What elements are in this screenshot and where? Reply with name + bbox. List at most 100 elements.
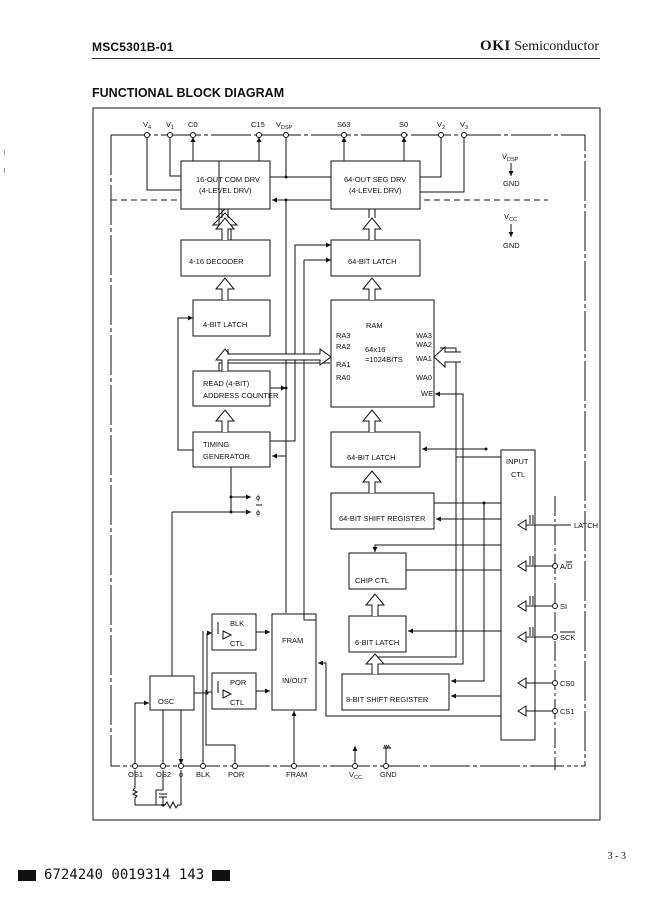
ram-ra2: RA2 (336, 342, 351, 351)
por-ctl-label: CTL (230, 698, 244, 707)
pin-label-v3: V3 (460, 120, 468, 131)
fram-io-label: FRAM (282, 636, 303, 645)
brand-suffix: Semiconductor (514, 39, 599, 54)
bus-arrow (364, 653, 386, 674)
blk-ctl-label: BLK (230, 619, 244, 628)
address-counter-label: READ (4-BIT) (203, 379, 250, 388)
osc-label: OSC (158, 697, 175, 706)
pin-label-v2: V2 (437, 120, 445, 131)
brand-logo: OKI Semiconductor (480, 38, 599, 55)
ram-wa0: WA0 (416, 373, 432, 382)
ram-title: RAM (366, 321, 383, 330)
bus-arrow (361, 470, 383, 493)
ram-size: 64x16 (365, 345, 385, 354)
decoder-label: 4-16 DECODER (189, 257, 244, 266)
supply-note-gnd: GND (503, 241, 520, 250)
com-drv-block (180, 160, 271, 210)
pin-label-si: SI (560, 602, 567, 611)
bus-arrow (214, 409, 236, 432)
seg-drv-label: 64-OUT SEG DRV (344, 175, 406, 184)
pin-label-os2: OS2 (156, 770, 171, 779)
pin-label-vcc: VCC (349, 770, 362, 781)
com-drv-label: (4-LEVEL DRV) (199, 186, 252, 195)
pin-label-cs0: CS0 (560, 679, 575, 688)
left-bus-line (110, 135, 560, 767)
fram-io-block (271, 613, 317, 711)
phi-label: ϕ (256, 493, 260, 502)
pin-label-c15: C15 (251, 120, 265, 129)
address-counter-label: ADDRESS COUNTER (203, 391, 279, 400)
pin-label-o: o (179, 770, 183, 779)
buffer-triangle (517, 600, 535, 612)
latch64-bottom-label: 64-BIT LATCH (347, 453, 396, 462)
pin-label-c0: C0 (188, 120, 198, 129)
shift64-block (330, 492, 435, 530)
ram-bits: =1024BITS (365, 355, 403, 364)
com-drv-label: 16-OUT COM DRV (196, 175, 260, 184)
bus-arrow (361, 409, 383, 432)
latch6-label: 6-BIT LATCH (355, 638, 399, 647)
ram-read-bus-arrow (227, 348, 332, 366)
ram-wa3: WA3 (416, 331, 432, 340)
pin-label-s0: S0 (399, 120, 408, 129)
pin-label-gnd: GND (380, 770, 397, 779)
timing-gen-label: GENERATOR (203, 452, 250, 461)
ram-we: WE (421, 389, 433, 398)
latch4-label: 4-BIT LATCH (203, 320, 247, 329)
header-rule (92, 58, 600, 59)
pin-label-vdsp: VDSP (276, 120, 293, 131)
pin-label-fram: FRAM (286, 770, 307, 779)
ram-block (330, 299, 435, 408)
por-ctl-label: POR (230, 678, 247, 687)
ram-ra0: RA0 (336, 373, 351, 382)
pin-label-os1: OS1 (128, 770, 143, 779)
supply-note-vcc: VCC (504, 212, 517, 223)
bus-arrow (214, 277, 236, 300)
input-ctl-block (500, 449, 536, 741)
pin-label-latch: LATCH (574, 521, 598, 530)
seg-drv-label: (4-LEVEL DRV) (349, 186, 402, 195)
ram-write-bus-arrow (433, 345, 461, 369)
page-number: 3 - 3 (607, 851, 626, 862)
latch64-top-label: 64-BIT LATCH (348, 257, 397, 266)
pin-label-v4: V4 (143, 120, 151, 131)
address-counter-block (192, 370, 271, 407)
pin-label-sck: SCK (560, 633, 575, 642)
ram-ra3: RA3 (336, 331, 351, 340)
input-ctl-label: INPUT (506, 457, 529, 466)
input-ctl-label: CTL (511, 470, 525, 479)
seg-drv-block (330, 160, 421, 210)
buffer-triangle (517, 677, 535, 689)
barcode-block-icon (212, 869, 231, 881)
buffer-triangle (222, 689, 233, 699)
fram-io-label: IN/OUT (282, 676, 308, 685)
pin-label-cs1: CS1 (560, 707, 575, 716)
timing-gen-label: TIMING (203, 440, 229, 449)
buffer-triangle (517, 631, 535, 643)
chip-ctl-label: CHIP CTL (355, 576, 389, 585)
supply-note-vdsp: VDSP (502, 152, 519, 163)
buffer-triangle (517, 519, 535, 531)
ram-ra1: RA1 (336, 360, 351, 369)
pin-label-por: POR (228, 770, 245, 779)
ram-wa1: WA1 (416, 354, 432, 363)
bus-arrow (361, 277, 383, 300)
barcode-block-icon (18, 869, 36, 881)
supply-note-gnd: GND (503, 179, 520, 188)
pin-label-s63: S63 (337, 120, 350, 129)
shift8-block (341, 673, 450, 711)
diagram-frame (92, 107, 601, 821)
pin-label-ad: A/D (560, 562, 573, 571)
buffer-triangle (517, 560, 535, 572)
ram-wa2: WA2 (416, 340, 432, 349)
part-number: MSC5301B-01 (92, 40, 174, 54)
phi-bar-label: ϕ (256, 508, 260, 517)
shift8-label: 8-BIT SHIFT REGISTER (346, 695, 429, 704)
top-bus-line (111, 134, 586, 766)
barcode-text: 6724240 0019314 143 (44, 867, 205, 883)
pin-label-v1: V1 (166, 120, 174, 131)
bus-arrow (361, 217, 383, 240)
timing-gen-block (192, 431, 271, 468)
shift64-label: 64-BIT SHIFT REGISTER (339, 514, 426, 523)
